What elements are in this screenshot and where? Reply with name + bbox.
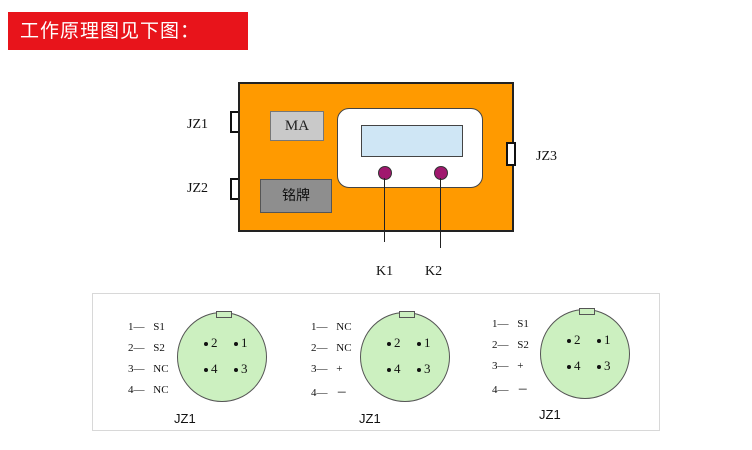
pin-row: 2— NC: [311, 342, 352, 354]
pin-row: 2— S2: [128, 342, 165, 354]
pin-number: 3—: [311, 363, 328, 375]
connector-2-face: 2 1 4 3: [360, 311, 450, 402]
pin-number: 2—: [492, 339, 509, 351]
pin-number: 1—: [492, 318, 509, 330]
pin-row: 3— +: [492, 360, 523, 372]
pin-number: 2—: [128, 342, 145, 354]
pin-signal: NC: [336, 342, 352, 354]
pin-3: 3: [417, 361, 431, 377]
connector-3-face: 2 1 4 3: [540, 308, 630, 399]
pin-3: 3: [597, 358, 611, 374]
device-body: MA 铭牌: [238, 82, 514, 232]
pin-signal: NC: [153, 363, 169, 375]
knob-k2: [434, 166, 448, 180]
pin-signal: NC: [153, 384, 169, 396]
nameplate-block: 铭牌: [260, 179, 332, 213]
pin-signal: S1: [517, 318, 529, 330]
pin-row: 3— +: [311, 363, 342, 375]
k2-lead-line: [440, 178, 441, 248]
pin-number: 1—: [311, 321, 328, 333]
pin-number: 3—: [128, 363, 145, 375]
pin-2: 2: [567, 332, 581, 348]
connector-1-caption: JZ1: [174, 411, 196, 426]
k2-label: K2: [425, 264, 443, 279]
pin-3: 3: [234, 361, 248, 377]
display-screen: [361, 125, 463, 157]
pin-row: 2— S2: [492, 339, 529, 351]
connector-notch: [216, 311, 232, 318]
jz2-label: JZ2: [187, 181, 208, 196]
connector-notch: [579, 308, 595, 315]
pin-row: 1— NC: [311, 321, 352, 333]
pin-1: 1: [597, 332, 611, 348]
pin-number: 4—: [492, 384, 509, 396]
k1-label: K1: [376, 264, 394, 279]
pin-signal: S1: [153, 321, 165, 333]
pin-number: 4—: [311, 387, 328, 399]
pin-1: 1: [417, 335, 431, 351]
pin-4: 4: [387, 361, 401, 377]
ma-block: MA: [270, 111, 324, 141]
pin-1: 1: [234, 335, 248, 351]
jz1-label: JZ1: [187, 117, 208, 132]
pin-row: 3— NC: [128, 363, 169, 375]
pin-number: 1—: [128, 321, 145, 333]
pin-4: 4: [204, 361, 218, 377]
connector-1-face: 2 1 4 3: [177, 311, 267, 402]
knob-k1: [378, 166, 392, 180]
pin-signal: S2: [153, 342, 165, 354]
pin-number: 2—: [311, 342, 328, 354]
pin-row: 4— －: [492, 381, 528, 397]
pin-number: 4—: [128, 384, 145, 396]
pin-2: 2: [204, 335, 218, 351]
pin-signal: S2: [517, 339, 529, 351]
k1-lead-line: [384, 178, 385, 242]
pinout-panel: 1— S1 2— S2 3— NC 4— NC 2 1 4 3 JZ1 1— N…: [92, 293, 660, 431]
pin-row: 4— NC: [128, 384, 169, 396]
pin-number: 3—: [492, 360, 509, 372]
pin-signal: －: [517, 384, 529, 396]
connector-2-caption: JZ1: [359, 411, 381, 426]
connector-notch: [399, 311, 415, 318]
display-panel: [337, 108, 483, 188]
pin-row: 1— S1: [128, 321, 165, 333]
pin-signal: +: [517, 360, 524, 372]
pin-signal: －: [336, 387, 348, 399]
pin-row: 4— －: [311, 384, 347, 400]
jz3-label: JZ3: [536, 149, 557, 164]
jz3-port: [506, 142, 516, 166]
pin-row: 1— S1: [492, 318, 529, 330]
pin-signal: +: [336, 363, 343, 375]
connector-3-caption: JZ1: [539, 407, 561, 422]
pin-signal: NC: [336, 321, 352, 333]
section-title-banner: 工作原理图见下图：: [8, 12, 248, 50]
pin-2: 2: [387, 335, 401, 351]
pin-4: 4: [567, 358, 581, 374]
